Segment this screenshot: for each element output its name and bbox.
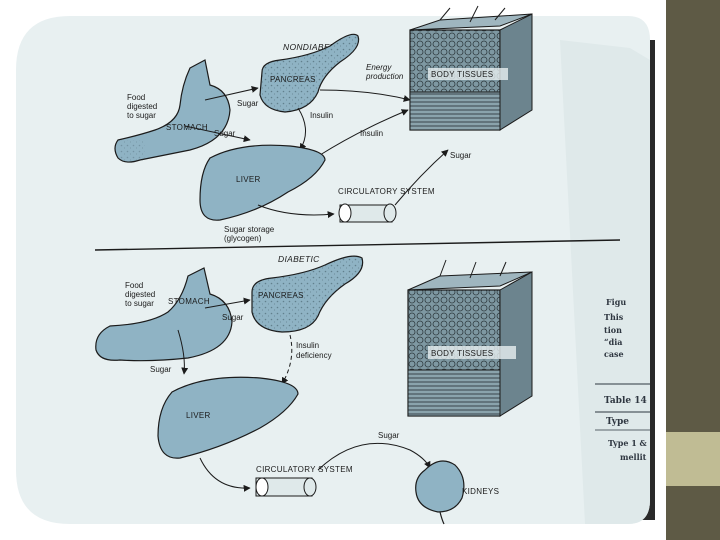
diabetic-arrow-stomach-to-liver bbox=[177, 329, 189, 375]
arrow-stomach-to-liver bbox=[184, 125, 251, 143]
nondiabetic-pancreas-label: PANCREAS bbox=[270, 75, 316, 84]
side-table-label: Table 14 bbox=[604, 396, 647, 406]
side-row-2: mellit bbox=[620, 452, 647, 462]
diabetic-sugar-kidneys-label: Sugar bbox=[378, 431, 400, 440]
side-row-1: Type 1 & bbox=[608, 438, 648, 448]
diabetic-liver-label: LIVER bbox=[186, 411, 211, 420]
nondiabetic-food-label-2: digested bbox=[127, 102, 157, 111]
nondiabetic-storage-label-1: Sugar storage bbox=[224, 225, 275, 234]
divider-line bbox=[94, 239, 621, 251]
diabetic-title: DIABETIC bbox=[278, 254, 320, 264]
diabetic-body-tissues-label: BODY TISSUES bbox=[431, 349, 493, 358]
diabetic-vessel bbox=[255, 477, 317, 497]
nondiabetic-liver-label: LIVER bbox=[236, 175, 261, 184]
diabetic-circulatory-label: CIRCULATORY SYSTEM bbox=[256, 465, 353, 474]
nondiabetic-food-label-3: to sugar bbox=[127, 111, 156, 120]
diabetic-arrow-circulation-to-kidneys bbox=[317, 442, 431, 471]
nondiabetic-vessel bbox=[338, 203, 397, 223]
nondiabetic-storage-label-2: (glycogen) bbox=[224, 234, 262, 243]
nondiabetic-sugar-tissues-label: Sugar bbox=[450, 151, 472, 160]
diabetic-arrow-stomach-to-pancreas bbox=[204, 297, 251, 309]
nondiabetic-energy-label-2: production bbox=[365, 72, 404, 81]
diabetic-stomach-label: STOMACH bbox=[168, 297, 210, 306]
nondiabetic-food-label-1: Food bbox=[127, 93, 145, 102]
diabetic-body-tissues bbox=[407, 259, 533, 417]
side-line-3: “dia bbox=[604, 337, 622, 347]
slide-sidebar-accent bbox=[666, 432, 720, 486]
diabetic-stomach bbox=[95, 267, 233, 362]
arrow-pancreas-to-liver bbox=[297, 107, 307, 151]
side-type-label: Type bbox=[606, 417, 629, 427]
nondiabetic-stomach-label: STOMACH bbox=[166, 123, 208, 132]
nondiabetic-stomach bbox=[114, 59, 231, 163]
arrow-stomach-to-pancreas bbox=[204, 85, 259, 101]
side-page bbox=[560, 40, 650, 524]
side-fig-label: Figu bbox=[606, 297, 626, 307]
arrow-pancreas-to-tissues bbox=[319, 89, 411, 102]
nondiabetic-title: NONDIABETIC bbox=[283, 42, 345, 52]
nondiabetic-liver bbox=[199, 144, 326, 221]
nondiabetic-insulin-label-1: Insulin bbox=[310, 111, 333, 120]
diabetic-insulin-label-1: Insulin bbox=[296, 341, 319, 350]
side-page-text: Figu This tion “dia case Table 14 Type T… bbox=[595, 297, 650, 462]
nondiabetic-sugar-liver-label: Sugar bbox=[214, 129, 236, 138]
diabetic-liver bbox=[157, 376, 299, 459]
diabetic-arrow-insulin-deficiency bbox=[281, 334, 293, 385]
nondiabetic-energy-label-1: Energy bbox=[366, 63, 392, 72]
nondiabetic-sugar-pancreas-label: Sugar bbox=[237, 99, 259, 108]
arrow-liver-to-circulation bbox=[257, 204, 335, 219]
diabetic-kidney bbox=[415, 460, 465, 513]
diabetic-arrow-liver-to-circulation bbox=[199, 457, 251, 492]
diabetic-pancreas-label: PANCREAS bbox=[258, 291, 304, 300]
diabetic-food-label-1: Food bbox=[125, 281, 143, 290]
diabetic-insulin-label-2: deficiency bbox=[296, 351, 332, 360]
side-line-4: case bbox=[604, 349, 624, 359]
diabetic-food-label-3: to sugar bbox=[125, 299, 154, 308]
arrow-liver-to-tissues bbox=[319, 109, 409, 156]
diabetic-sugar-pancreas-label: Sugar bbox=[222, 313, 244, 322]
nondiabetic-circulatory-label: CIRCULATORY SYSTEM bbox=[338, 187, 435, 196]
nondiabetic-body-tissues-label: BODY TISSUES bbox=[431, 70, 493, 79]
diabetic-food-label-2: digested bbox=[125, 290, 155, 299]
nondiabetic-insulin-label-2: Insulin bbox=[360, 129, 383, 138]
arrow-circulation-to-tissues bbox=[394, 149, 449, 206]
side-line-2: tion bbox=[604, 325, 622, 335]
diabetic-kidneys-label: KIDNEYS bbox=[462, 487, 499, 496]
side-line-1: This bbox=[604, 312, 624, 322]
diabetic-sugar-liver-label: Sugar bbox=[150, 365, 172, 374]
